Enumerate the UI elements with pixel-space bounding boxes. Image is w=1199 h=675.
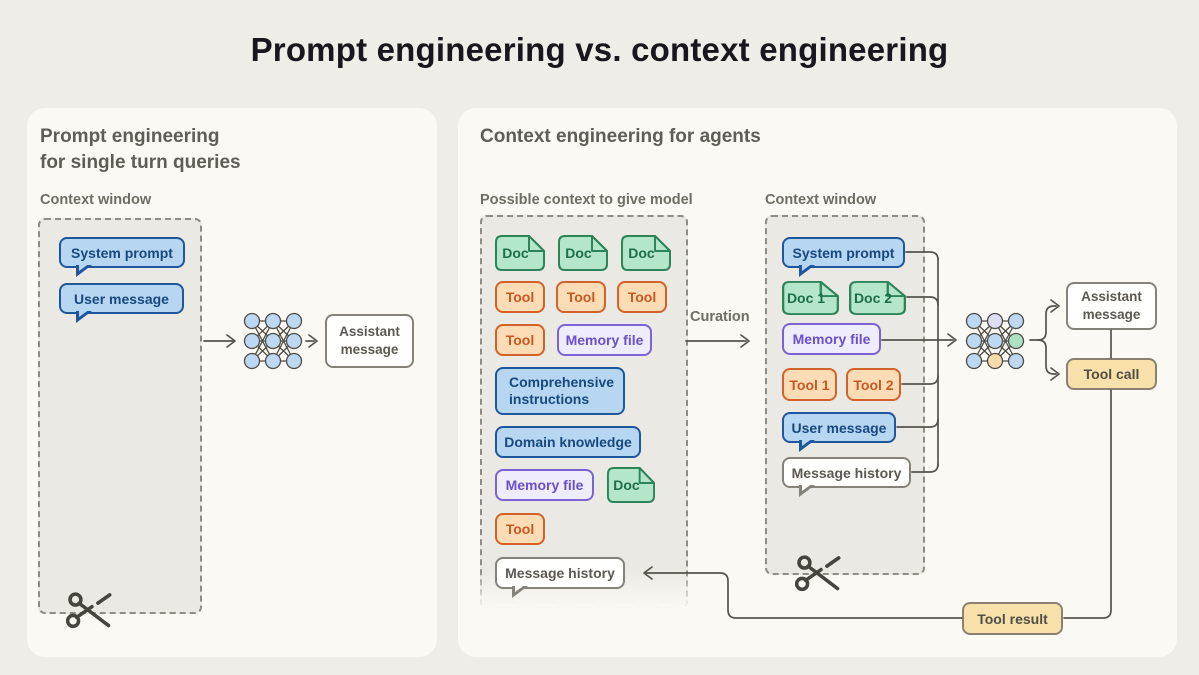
scissors-icon (66, 592, 112, 629)
chip-doc: Doc (558, 235, 608, 271)
neural-network-icon (965, 312, 1025, 370)
box-label: Tool result (977, 610, 1048, 627)
chip-tool: Tool (617, 281, 667, 313)
chip-tool: Tool (495, 281, 545, 313)
box-label: Tool call (1083, 366, 1140, 382)
left-panel-heading: Prompt engineering for single turn queri… (40, 124, 241, 176)
right-panel-heading: Context engineering for agents (480, 126, 761, 147)
chip-label: Doc (613, 477, 640, 493)
box-label: Assistant message (339, 324, 400, 357)
chip-label: Message history (505, 565, 615, 581)
chip-label: System prompt (792, 244, 895, 261)
doc-shape-icon (607, 467, 655, 503)
chip-user-message: User message (59, 283, 184, 323)
left-heading-line2: for single turn queries (40, 152, 241, 174)
chip-tool: Tool (556, 281, 606, 313)
chip-memory-file: Memory file (782, 323, 881, 355)
chip-tool: Tool (495, 513, 545, 545)
chip-label: Tool (505, 332, 535, 348)
curation-label: Curation (690, 309, 750, 325)
possible-context-label: Possible context to give model (480, 192, 693, 208)
chip-label: Doc 2 (853, 290, 893, 306)
chip-message-history: Message history (782, 457, 911, 497)
doc-shape-icon (495, 235, 545, 271)
neural-network-icon (243, 312, 303, 370)
chip-label: Doc (628, 245, 655, 261)
chip-label: Doc (565, 245, 592, 261)
assistant-message-box: Assistant message (1066, 282, 1157, 330)
chip-memory-file: Memory file (495, 469, 594, 501)
chip-memory-file: Memory file (557, 324, 652, 356)
doc-shape-icon (558, 235, 608, 271)
chip-label: Memory file (565, 332, 644, 348)
chip-doc: Doc (607, 467, 655, 503)
chip-label: Tool (505, 289, 535, 305)
chip-doc-1: Doc 1 (782, 281, 839, 315)
chip-doc: Doc (495, 235, 545, 271)
chip-message-history: Message history (495, 557, 625, 598)
assistant-message-box: Assistant message (325, 314, 414, 368)
chip-label: Doc (502, 245, 529, 261)
doc-shape-icon (849, 281, 906, 315)
chip-label: Tool (566, 289, 596, 305)
chip-label: Comprehensive instructions (509, 373, 615, 408)
chip-label: Memory file (792, 331, 871, 347)
doc-shape-icon (782, 281, 839, 315)
chip-label: Memory file (505, 477, 584, 493)
chip-user-message: User message (782, 412, 896, 452)
right-context-window-label: Context window (765, 192, 877, 208)
chip-label: Tool (627, 289, 657, 305)
tool-call-box: Tool call (1066, 358, 1157, 390)
chip-label: User message (791, 419, 887, 436)
chip-doc: Doc (621, 235, 671, 271)
chip-label: System prompt (71, 244, 173, 261)
left-heading-line1: Prompt engineering (40, 126, 220, 147)
left-context-window-label: Context window (40, 192, 152, 208)
chip-label: Tool 2 (853, 376, 894, 393)
chip-system-prompt: System prompt (59, 237, 185, 277)
doc-shape-icon (621, 235, 671, 271)
chip-label: Tool (505, 521, 535, 537)
chip-domain-knowledge: Domain knowledge (495, 426, 641, 458)
chip-label: Message history (791, 464, 902, 481)
chip-tool: Tool (495, 324, 545, 356)
chip-system-prompt: System prompt (782, 237, 905, 277)
chip-tool-2: Tool 2 (846, 368, 901, 401)
left-context-window-box (38, 218, 202, 614)
chip-label: Doc 1 (786, 290, 826, 306)
page-title: Prompt engineering vs. context engineeri… (250, 31, 949, 68)
tool-result-box: Tool result (962, 602, 1063, 635)
chip-tool-1: Tool 1 (782, 368, 837, 401)
chip-label: Domain knowledge (504, 434, 632, 450)
scissors-icon (795, 555, 841, 592)
chip-label: Tool 1 (789, 376, 830, 393)
box-label: Assistant message (1081, 289, 1142, 322)
chip-comprehensive-instructions: Comprehensive instructions (495, 367, 625, 415)
chip-doc-2: Doc 2 (849, 281, 906, 315)
chip-label: User message (74, 290, 169, 307)
